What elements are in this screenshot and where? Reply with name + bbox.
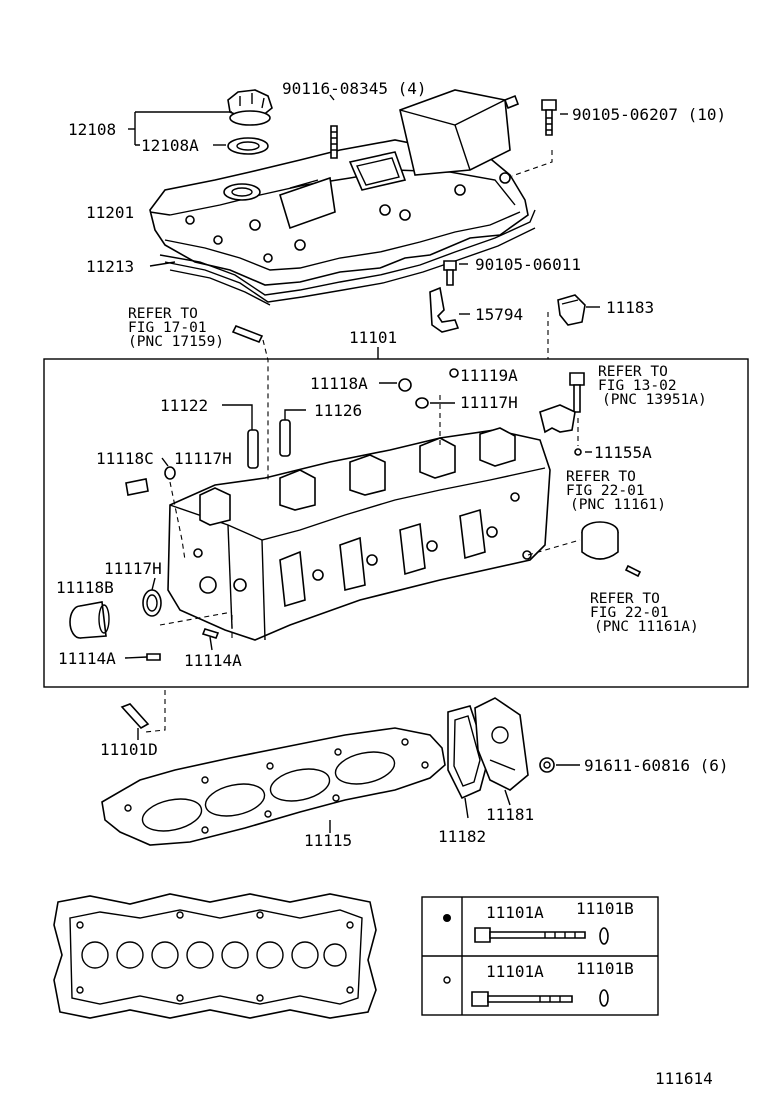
label-11182: 11182 bbox=[438, 827, 486, 846]
leader-lines bbox=[124, 94, 600, 833]
refer-22-01a-line3: (PNC 11161A) bbox=[594, 619, 699, 635]
cover-gasket-11182 bbox=[447, 705, 489, 800]
cylinder-head-group-box bbox=[43, 358, 749, 688]
callout-labels: 90116-08345 (4) 90105-06207 (10) 12108 1… bbox=[56, 79, 729, 1088]
cylinder-head bbox=[167, 427, 551, 641]
legend-row2-washer: 11101B bbox=[576, 959, 634, 978]
label-11114a-mid: 11114A bbox=[184, 651, 242, 670]
gasket-11117h-top bbox=[415, 397, 429, 409]
head-bolt-short bbox=[471, 991, 573, 1007]
label-11126: 11126 bbox=[314, 401, 362, 420]
label-11119a: 11119A bbox=[460, 366, 518, 385]
legend-row1-bolt: 11101A bbox=[486, 903, 544, 922]
refer-17-01-line2: FIG 17-01 bbox=[128, 320, 207, 336]
label-11115: 11115 bbox=[304, 831, 352, 850]
gasket-11117h-left bbox=[164, 466, 176, 480]
refer-13-02-line1: REFER TO bbox=[598, 364, 668, 380]
cover-bolt bbox=[541, 99, 557, 136]
label-11118b: 11118B bbox=[56, 578, 114, 597]
camshaft-cap bbox=[557, 294, 586, 326]
solid-dot-marker bbox=[443, 914, 451, 922]
diagram-number: 111614 bbox=[655, 1069, 713, 1088]
stud-17159 bbox=[231, 324, 264, 344]
stud-bolt bbox=[330, 125, 338, 159]
label-11118a: 11118A bbox=[310, 374, 368, 393]
oil-control-valve bbox=[429, 286, 460, 333]
gasket-11117h-low bbox=[142, 589, 162, 617]
cylinder-head-cover bbox=[149, 89, 529, 286]
label-15794: 15794 bbox=[475, 305, 523, 324]
label-11114a-left: 11114A bbox=[58, 649, 116, 668]
plug-11118c bbox=[125, 478, 149, 496]
bolt-13951a bbox=[569, 372, 585, 413]
timing-cover-11181 bbox=[474, 697, 529, 791]
head-cover-gasket bbox=[159, 209, 536, 306]
pin-11114a-mid bbox=[201, 628, 220, 639]
label-11201: 11201 bbox=[86, 203, 134, 222]
filler-cap-gasket bbox=[227, 137, 269, 155]
label-11117h-left: 11117H bbox=[174, 449, 232, 468]
label-11118c: 11118C bbox=[96, 449, 154, 468]
label-11101: 11101 bbox=[349, 328, 397, 347]
label-11181: 11181 bbox=[486, 805, 534, 824]
refer-22-01-line2: FIG 22-01 bbox=[566, 483, 645, 499]
refer-22-01a-line2: FIG 22-01 bbox=[590, 605, 669, 621]
sensor-bolt bbox=[443, 260, 457, 286]
refer-22-01-line1: REFER TO bbox=[566, 469, 636, 485]
label-11183: 11183 bbox=[606, 298, 654, 317]
label-90105-06011: 90105-06011 bbox=[475, 255, 581, 274]
bearing-cap-11155a bbox=[539, 404, 582, 456]
label-11155a: 11155A bbox=[594, 443, 652, 462]
pin-11114a-left bbox=[146, 653, 161, 661]
refer-17-01-line1: REFER TO bbox=[128, 306, 198, 322]
label-90105-06207: 90105-06207 (10) bbox=[572, 105, 726, 124]
nut-91611 bbox=[539, 757, 555, 773]
plug-11118a bbox=[398, 378, 412, 392]
dashed-guides bbox=[144, 150, 581, 733]
guide-pin-11126 bbox=[279, 419, 291, 457]
refer-17-01-line3: (PNC 17159) bbox=[128, 334, 224, 350]
oil-filler-cap bbox=[227, 89, 273, 126]
head-bolt-long bbox=[474, 927, 586, 943]
stud-11101d bbox=[120, 703, 150, 730]
label-11117h-low: 11117H bbox=[104, 559, 162, 578]
legend-row2-bolt: 11101A bbox=[486, 962, 544, 981]
label-11101d: 11101D bbox=[100, 740, 158, 759]
plug-11119a bbox=[449, 368, 459, 378]
bolt-legend-table bbox=[421, 896, 659, 1016]
pin-11161a bbox=[624, 564, 642, 578]
head-bottom-view bbox=[53, 893, 377, 1019]
seal-11161 bbox=[581, 521, 619, 560]
label-90116-08345: 90116-08345 (4) bbox=[282, 79, 427, 98]
open-dot-marker bbox=[443, 976, 451, 984]
label-11213: 11213 bbox=[86, 257, 134, 276]
label-11117h-top: 11117H bbox=[460, 393, 518, 412]
refer-22-01-line3: (PNC 11161) bbox=[570, 497, 666, 513]
label-11122: 11122 bbox=[160, 396, 208, 415]
washer-lower bbox=[599, 989, 609, 1007]
refer-22-01a-line1: REFER TO bbox=[590, 591, 660, 607]
refer-13-02-line2: FIG 13-02 bbox=[598, 378, 677, 394]
head-gasket-11115 bbox=[101, 727, 446, 846]
legend-row1-washer: 11101B bbox=[576, 899, 634, 918]
label-12108: 12108 bbox=[68, 120, 116, 139]
label-12108a: 12108A bbox=[141, 136, 199, 155]
washer-upper bbox=[599, 927, 609, 945]
label-91611-60816: 91611-60816 (6) bbox=[584, 756, 729, 775]
plug-11118b bbox=[69, 601, 110, 639]
refer-13-02-line3: (PNC 13951A) bbox=[602, 392, 707, 408]
guide-pin-11122 bbox=[247, 429, 259, 469]
